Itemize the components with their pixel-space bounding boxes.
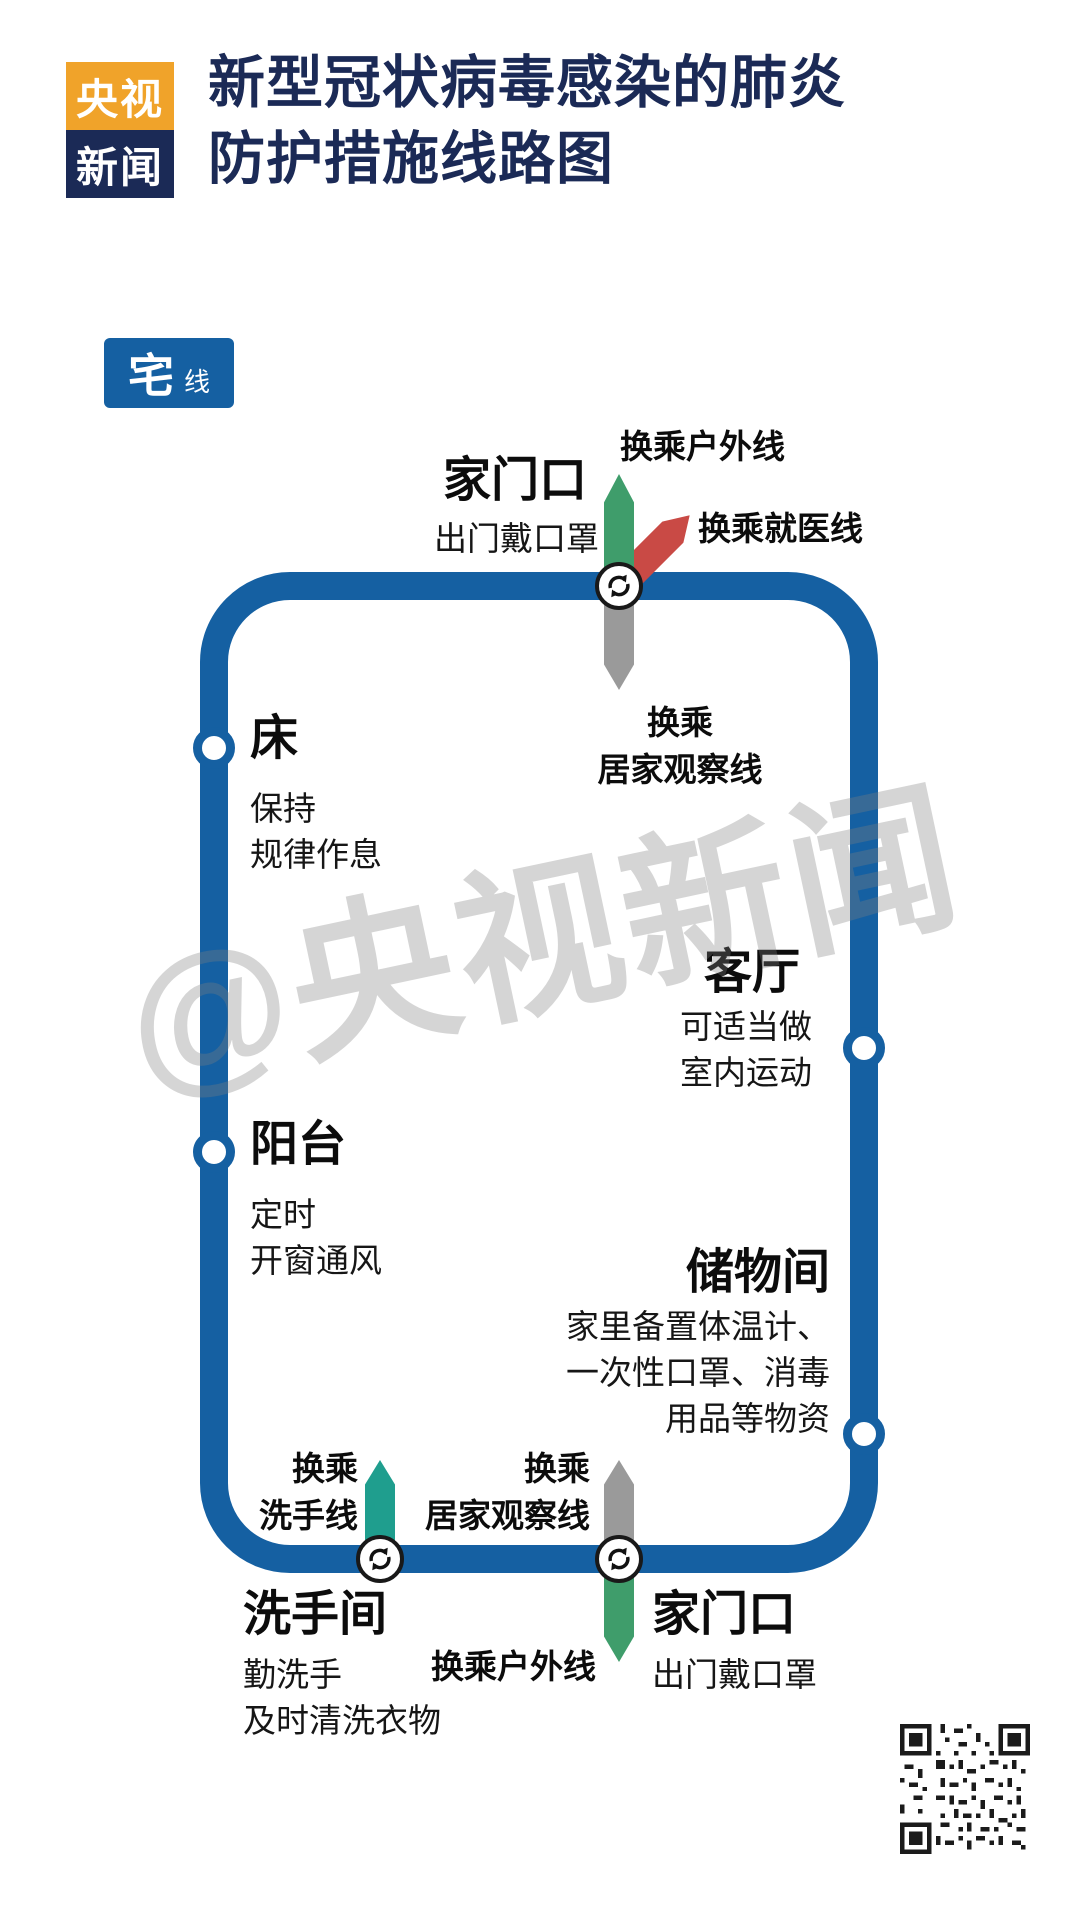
qr-code (900, 1724, 1030, 1854)
transfer-icon (608, 574, 630, 598)
station-name-home-top: 家门口 (443, 454, 588, 507)
station-note-line: 可适当做 (680, 1008, 812, 1045)
station-name-home-bottom: 家门口 (652, 1588, 797, 1641)
transfer-label-line: 居家观察线 (597, 750, 763, 788)
transfer-label-outdoor-top: 换乘户外线 (620, 428, 785, 465)
page-title: 新型冠状病毒感染的肺炎 防护措施线路图 (208, 46, 846, 198)
station-note-balcony: 定时 开窗通风 (250, 1192, 382, 1284)
transfer-label-line: 洗手线 (259, 1496, 358, 1534)
transfer-label-line: 换乘 (292, 1450, 358, 1487)
logo-bottom-text: 新闻 (66, 130, 174, 198)
station-name-washroom: 洗手间 (243, 1588, 388, 1641)
transfer-hub-bottom-center (595, 1535, 643, 1583)
station-dot-storage (843, 1413, 885, 1455)
transfer-label-medical: 换乘就医线 (698, 510, 863, 547)
station-note-line: 室内运动 (680, 1054, 812, 1092)
station-name-living-room: 客厅 (703, 946, 800, 999)
transfer-label-line: 换乘 (524, 1450, 590, 1487)
station-note-line: 勤洗手 (243, 1656, 342, 1693)
transfer-label-line: 居家观察线 (425, 1496, 590, 1534)
transfer-label-observation-top: 换乘 居家观察线 (560, 700, 800, 794)
transfer-label-line: 换乘 (647, 704, 713, 741)
title-line-2: 防护措施线路图 (208, 126, 614, 191)
title-line-1: 新型冠状病毒感染的肺炎 (208, 51, 846, 115)
transfer-label-wash: 换乘 洗手线 (170, 1446, 358, 1540)
station-note-storage: 家里备置体温计、 一次性口罩、消毒 用品等物资 (430, 1304, 830, 1443)
transfer-hub-top (595, 562, 643, 610)
station-note-line: 用品等物资 (665, 1400, 830, 1438)
station-name-storage: 储物间 (685, 1246, 830, 1299)
cctv-news-logo: 央视 新闻 (66, 62, 174, 198)
station-name-balcony: 阳台 (250, 1118, 347, 1171)
station-dot-bed (193, 727, 235, 769)
station-note-line: 及时清洗衣物 (243, 1702, 441, 1740)
station-note-bed: 保持 规律作息 (250, 786, 382, 878)
station-note-living-room: 可适当做 室内运动 (502, 1004, 812, 1096)
home-line-badge: 宅 线 (104, 338, 235, 408)
station-note-line: 保持 (250, 790, 316, 827)
transfer-label-outdoor-bottom: 换乘户外线 (431, 1648, 596, 1685)
station-note-line: 规律作息 (250, 836, 382, 874)
station-note-line: 开窗通风 (250, 1242, 382, 1280)
station-note-home-bottom: 出门戴口罩 (652, 1656, 817, 1693)
transfer-icon (608, 1547, 630, 1571)
station-note-line: 家里备置体温计、 (566, 1308, 830, 1345)
station-name-bed: 床 (250, 712, 299, 765)
logo-top-text: 央视 (66, 62, 174, 130)
station-dot-living-room (843, 1027, 885, 1069)
station-note-line: 一次性口罩、消毒 (566, 1354, 830, 1392)
station-note-line: 定时 (250, 1196, 316, 1233)
station-dot-balcony (193, 1131, 235, 1173)
transfer-hub-bottom-left (356, 1535, 404, 1583)
transfer-label-observation-bottom: 换乘 居家观察线 (338, 1446, 590, 1540)
home-line-badge-sub: 线 (184, 366, 211, 397)
station-note-washroom: 勤洗手 及时清洗衣物 (243, 1652, 441, 1744)
transfer-icon (369, 1547, 391, 1571)
station-note-home-top: 出门戴口罩 (434, 520, 599, 557)
home-line-badge-main: 宅 (128, 350, 174, 402)
